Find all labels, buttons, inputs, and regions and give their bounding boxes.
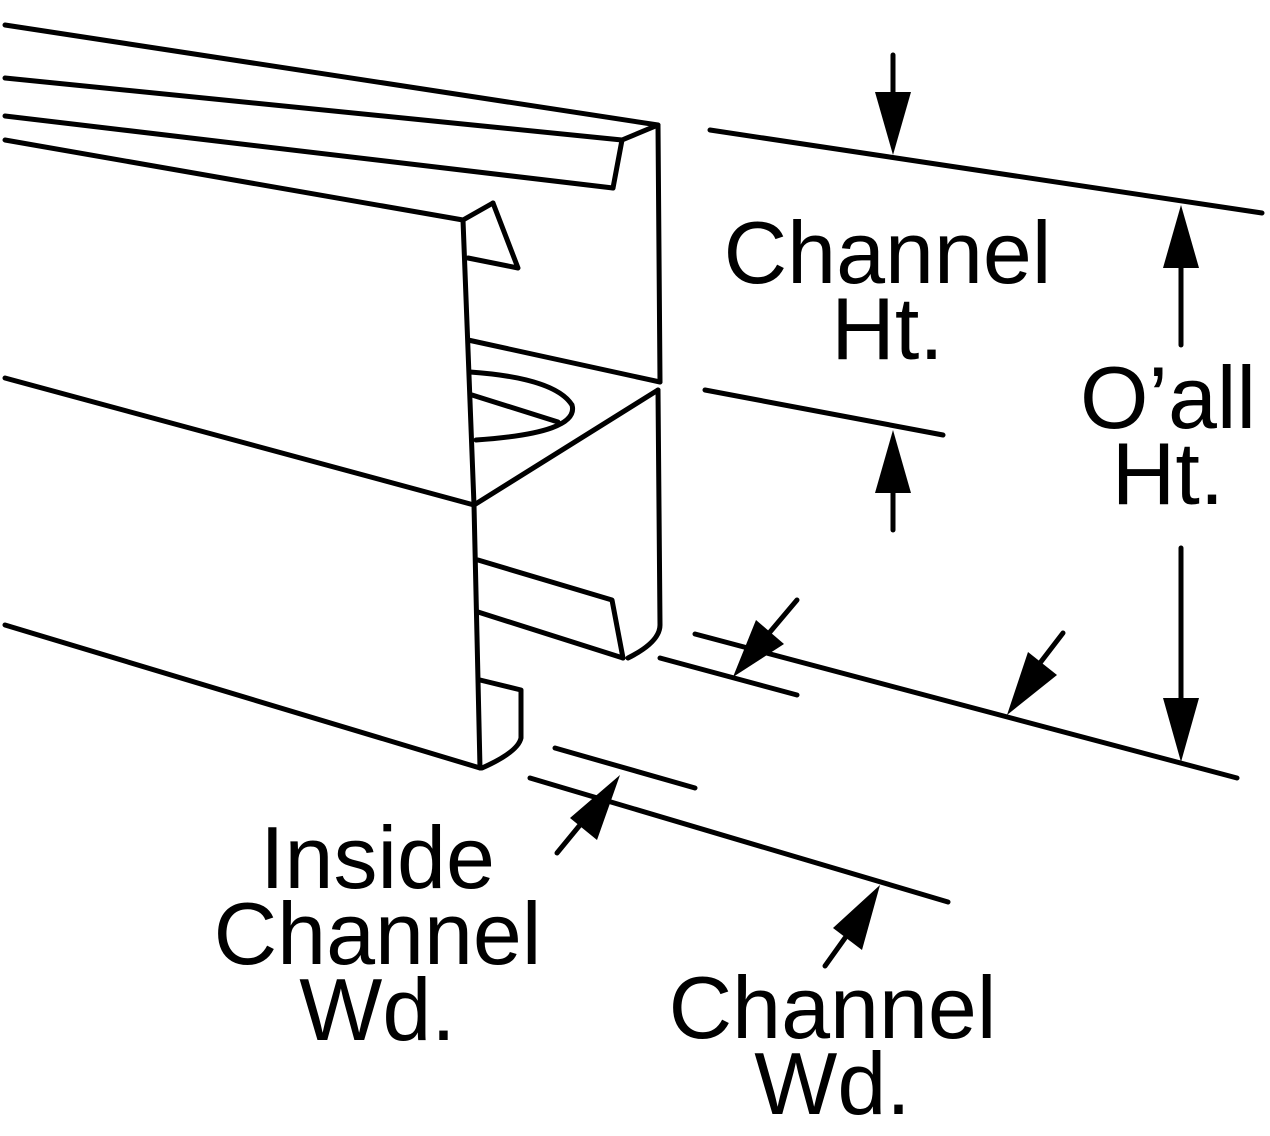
inside-width-arrow-top (733, 620, 784, 677)
channel-height-extension-line (702, 387, 946, 438)
overall-height-arrow-down (1163, 698, 1199, 762)
inside-channel-width-dimension (552, 597, 800, 856)
channel-width-arrow-top (1007, 652, 1057, 715)
inside-width-arrow-bottom (570, 775, 620, 840)
channel-body (2, 22, 663, 771)
channel-width-label-line-2: Wd. (754, 1034, 911, 1133)
channel-height-label-line-2: Ht. (831, 279, 944, 378)
channel-height-label-line-1: Channel (723, 203, 1052, 302)
overall-height-dimension (692, 127, 1265, 781)
channel-width-label: Channel Wd. (640, 958, 1025, 1133)
channel-height-arrow-down (875, 92, 911, 155)
overall-height-label-line-1: O’all (1079, 348, 1257, 447)
overall-height-arrow-up (1163, 205, 1199, 268)
overall-height-label-line-2: Ht. (1111, 424, 1225, 523)
inside-channel-width-label: Inside Channel Wd. (185, 808, 570, 1059)
channel-width-extension-line (527, 775, 951, 905)
overall-height-label: O’all Ht. (1068, 348, 1268, 523)
inside-channel-width-label-line-1: Inside (260, 808, 495, 907)
channel-height-dimension (702, 52, 946, 533)
channel-width-label-line-1: Channel (668, 958, 997, 1057)
channel-height-arrow-up (875, 430, 911, 493)
inside-channel-width-label-line-2: Channel (213, 884, 542, 983)
inside-channel-width-label-line-3: Wd. (299, 960, 456, 1059)
channel-height-label: Channel Ht. (695, 203, 1080, 378)
overall-bottom-extension-line (692, 631, 1240, 781)
channel-width-arrow-bottom (833, 885, 880, 950)
overall-top-extension-line (707, 127, 1265, 216)
